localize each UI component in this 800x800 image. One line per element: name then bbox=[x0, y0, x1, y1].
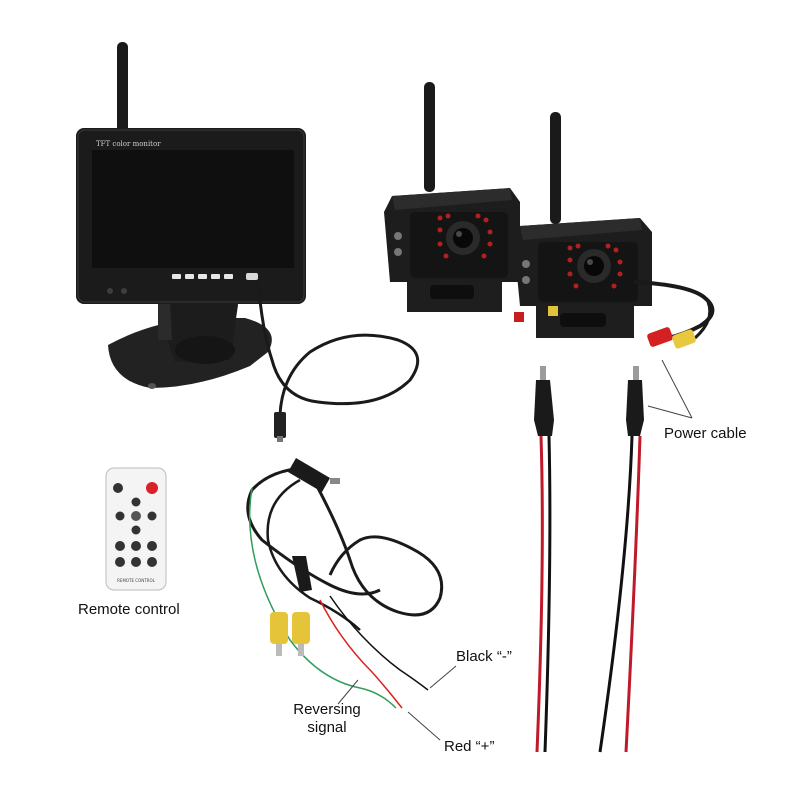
power-cable-1 bbox=[534, 366, 554, 753]
camera-1-antenna bbox=[424, 82, 435, 192]
camera-2-yellow-plug bbox=[672, 329, 696, 349]
reversing-signal-label: Reversing signal bbox=[282, 701, 372, 737]
rca-plug-2 bbox=[292, 612, 310, 644]
camera-2-red-plug bbox=[647, 327, 673, 347]
monitor-antenna bbox=[117, 42, 128, 142]
camera-2-antenna bbox=[550, 112, 561, 224]
remote-power-icon bbox=[146, 482, 158, 494]
monitor-cable bbox=[256, 279, 420, 416]
reversing-signal-line2: signal bbox=[307, 719, 347, 736]
tft-monitor: TFT color monitor bbox=[76, 42, 420, 442]
red-wire bbox=[319, 599, 403, 709]
camera-2 bbox=[514, 112, 715, 349]
red-wire-label: Red “+” bbox=[444, 738, 495, 755]
black-wire bbox=[329, 595, 429, 691]
remote-control-label: Remote control bbox=[78, 601, 180, 618]
power-cable-label: Power cable bbox=[664, 425, 747, 442]
monitor-brand-text: TFT color monitor bbox=[96, 140, 161, 148]
power-cable-2 bbox=[598, 366, 644, 753]
signal-harness bbox=[246, 458, 444, 709]
green-wire bbox=[249, 487, 397, 709]
monitor-buttons bbox=[107, 273, 258, 294]
reversing-signal-line1: Reversing bbox=[293, 701, 361, 718]
rca-plug-1 bbox=[270, 612, 288, 644]
monitor-screen bbox=[92, 150, 294, 268]
black-wire-label: Black “-” bbox=[456, 648, 512, 665]
remote-brand-text: REMOTE CONTROL bbox=[117, 578, 155, 583]
monitor-cable-connector bbox=[274, 412, 286, 438]
remote-control: REMOTE CONTROL bbox=[105, 467, 167, 591]
camera-1 bbox=[384, 82, 520, 312]
